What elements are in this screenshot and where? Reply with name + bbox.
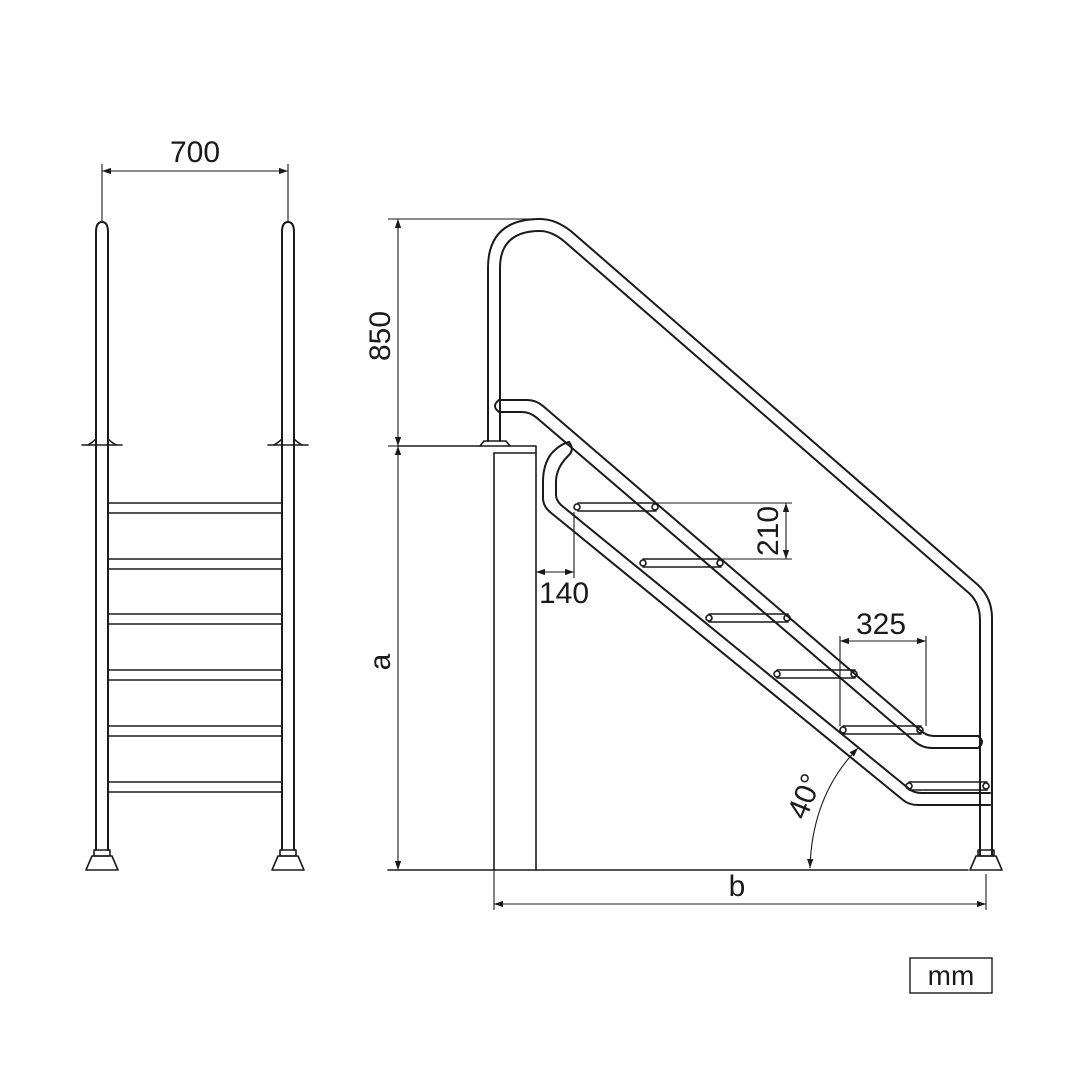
side-step bbox=[773, 669, 858, 679]
front-flange-left bbox=[81, 437, 123, 446]
front-step bbox=[107, 669, 283, 681]
side-foot bbox=[969, 849, 1003, 871]
dim-325-label: 325 bbox=[856, 608, 906, 641]
side-steps bbox=[573, 502, 990, 791]
front-step bbox=[107, 781, 283, 793]
dim-step-depth: 325 bbox=[839, 608, 927, 726]
front-step bbox=[107, 613, 283, 625]
front-step bbox=[107, 725, 283, 737]
front-foot-left bbox=[85, 849, 119, 871]
front-flange-right bbox=[267, 437, 309, 446]
dim-handrail-height: 850 bbox=[364, 218, 540, 447]
side-view: 850 a b 210 140 bbox=[364, 218, 1003, 910]
side-step bbox=[705, 613, 791, 623]
pool-wall bbox=[397, 445, 537, 871]
stringer bbox=[542, 441, 991, 806]
side-step bbox=[573, 502, 659, 512]
dim-width-front: 700 bbox=[101, 136, 289, 222]
dim-angle: 40° bbox=[781, 747, 859, 869]
dim-width-label: 700 bbox=[170, 136, 220, 169]
side-step bbox=[639, 558, 724, 568]
dim-step-rise: 210 bbox=[656, 502, 792, 560]
dim-b-label: b bbox=[729, 870, 746, 903]
wall-flange bbox=[479, 440, 511, 447]
dim-a: a bbox=[364, 446, 402, 870]
units-box: mm bbox=[909, 957, 993, 994]
front-step bbox=[107, 502, 283, 514]
dim-850-label: 850 bbox=[364, 311, 397, 361]
handrail-outer bbox=[487, 218, 993, 856]
dim-angle-label: 40° bbox=[781, 769, 829, 823]
dim-140-label: 140 bbox=[539, 577, 589, 610]
front-right-post bbox=[281, 221, 295, 851]
front-step bbox=[107, 558, 283, 570]
dim-210-label: 210 bbox=[752, 506, 785, 556]
front-left-post bbox=[95, 221, 109, 851]
front-steps bbox=[107, 502, 283, 793]
handrail-upper bbox=[494, 399, 983, 749]
dim-a-label: a bbox=[364, 653, 397, 670]
side-step bbox=[839, 725, 924, 735]
dim-step-offset: 140 bbox=[536, 512, 589, 610]
front-view: 700 bbox=[81, 136, 309, 871]
front-foot-right bbox=[271, 849, 305, 871]
side-step bbox=[905, 781, 990, 791]
dim-b: b bbox=[493, 870, 987, 910]
units-label: mm bbox=[928, 960, 975, 991]
